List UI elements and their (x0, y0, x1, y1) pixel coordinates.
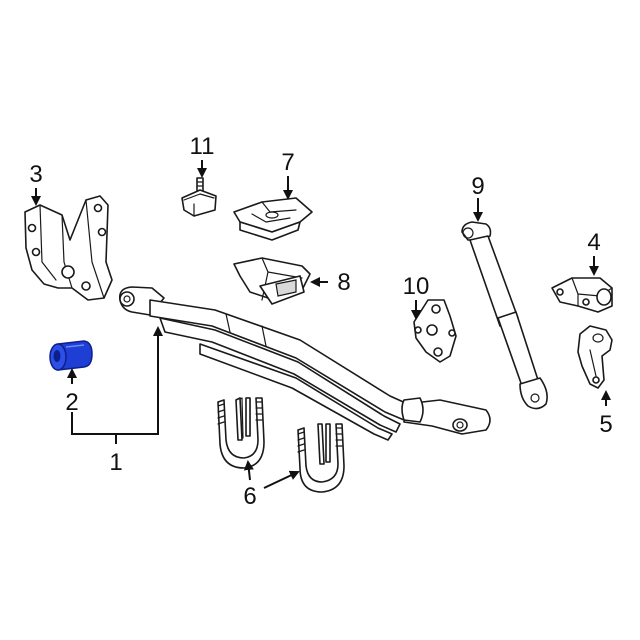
spring-spacer[interactable] (233, 257, 311, 305)
rear-hanger[interactable] (551, 277, 613, 313)
mounting-bracket[interactable] (413, 299, 457, 363)
shock-absorber[interactable] (461, 221, 548, 410)
callout-1: 1 (109, 449, 122, 476)
callout-9: 9 (471, 173, 484, 200)
callout-5: 5 (599, 411, 612, 438)
callout-2: 2 (65, 389, 78, 416)
callout-6: 6 (243, 483, 256, 510)
spring-bushing-highlighted[interactable] (49, 340, 93, 371)
front-hanger-bracket[interactable] (24, 195, 113, 301)
u-bolt-left[interactable] (217, 397, 265, 469)
bump-stop[interactable] (181, 177, 217, 217)
spring-shackle[interactable] (577, 325, 613, 389)
u-bolt-right[interactable] (297, 423, 345, 493)
callout-4: 4 (587, 229, 600, 256)
leaf-spring[interactable] (118, 286, 491, 441)
leader-lines (31, 160, 611, 489)
callout-8: 8 (337, 269, 350, 296)
callout-3: 3 (29, 161, 42, 188)
callout-7: 7 (281, 149, 294, 176)
callout-11: 11 (190, 133, 215, 160)
spring-plate[interactable] (233, 197, 313, 241)
callout-10: 10 (403, 273, 430, 300)
callout-labels: 1 2 3 4 5 6 7 8 9 10 11 (29, 133, 612, 510)
